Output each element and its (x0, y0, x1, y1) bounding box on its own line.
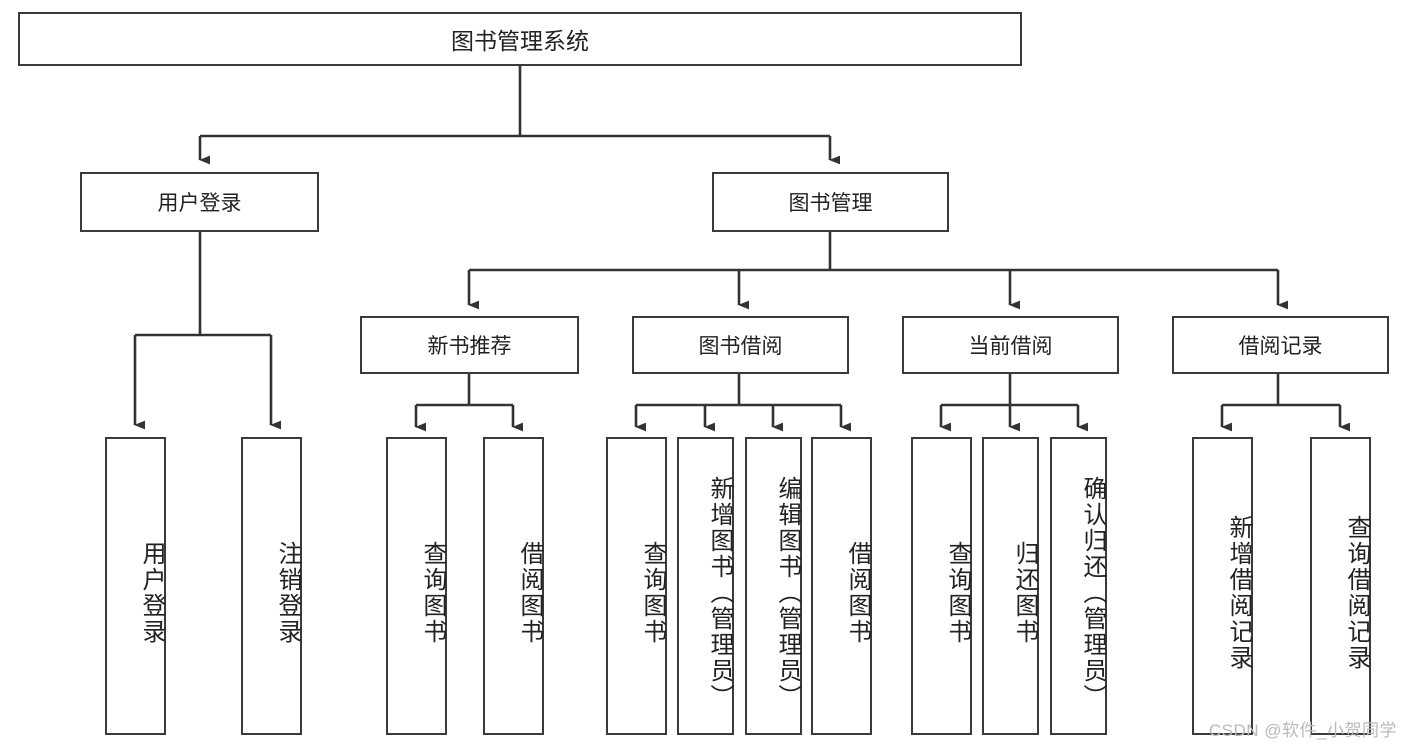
node-leaf-add-record[interactable]: 新增借阅记录 (1192, 437, 1253, 735)
node-leaf-query-book-2[interactable]: 查询图书 (606, 437, 667, 735)
node-leaf-query-book-3[interactable]: 查询图书 (911, 437, 972, 735)
node-leaf-return-book-label: 归还图书 (1011, 541, 1038, 645)
node-user-login-label: 用户登录 (157, 192, 242, 215)
node-leaf-borrow-book-1[interactable]: 借阅图书 (483, 437, 544, 735)
node-leaf-borrow-book-2-label: 借阅图书 (844, 541, 871, 645)
node-new-book-recommend[interactable]: 新书推荐 (360, 316, 579, 374)
node-leaf-query-book-1[interactable]: 查询图书 (386, 437, 447, 735)
node-root-label: 图书管理系统 (451, 28, 589, 54)
node-book-borrow[interactable]: 图书借阅 (632, 316, 849, 374)
node-book-borrow-label: 图书借阅 (698, 335, 783, 358)
node-leaf-user-login-label: 用户登录 (138, 541, 165, 645)
node-book-management-label: 图书管理 (788, 192, 873, 215)
node-leaf-edit-book[interactable]: 编辑图书（管理员） (745, 437, 802, 735)
node-leaf-confirm-return-label: 确认归还（管理员） (1079, 476, 1106, 710)
node-current-borrow-label: 当前借阅 (968, 335, 1053, 358)
node-leaf-add-book[interactable]: 新增图书（管理员） (677, 437, 734, 735)
node-leaf-query-record-label: 查询借阅记录 (1343, 515, 1370, 671)
node-leaf-edit-book-label: 编辑图书（管理员） (774, 476, 801, 710)
node-borrow-record-label: 借阅记录 (1238, 335, 1323, 358)
csdn-watermark: CSDN @软件_小贺同学 (1208, 721, 1397, 740)
node-user-login[interactable]: 用户登录 (80, 172, 319, 232)
node-leaf-query-book-3-label: 查询图书 (944, 541, 971, 645)
node-leaf-return-book[interactable]: 归还图书 (982, 437, 1039, 735)
node-leaf-query-book-2-label: 查询图书 (639, 541, 666, 645)
node-leaf-query-record[interactable]: 查询借阅记录 (1310, 437, 1371, 735)
node-leaf-logout-login[interactable]: 注销登录 (241, 437, 302, 735)
node-leaf-logout-login-label: 注销登录 (274, 541, 301, 645)
node-book-management[interactable]: 图书管理 (712, 172, 949, 232)
node-leaf-add-book-label: 新增图书（管理员） (706, 476, 733, 710)
node-leaf-add-record-label: 新增借阅记录 (1225, 515, 1252, 671)
node-leaf-user-login[interactable]: 用户登录 (105, 437, 166, 735)
node-leaf-borrow-book-1-label: 借阅图书 (516, 541, 543, 645)
node-borrow-record[interactable]: 借阅记录 (1172, 316, 1389, 374)
node-root[interactable]: 图书管理系统 (18, 12, 1022, 66)
node-current-borrow[interactable]: 当前借阅 (902, 316, 1119, 374)
node-leaf-confirm-return[interactable]: 确认归还（管理员） (1050, 437, 1107, 735)
node-leaf-query-book-1-label: 查询图书 (419, 541, 446, 645)
node-leaf-borrow-book-2[interactable]: 借阅图书 (811, 437, 872, 735)
node-new-book-recommend-label: 新书推荐 (427, 335, 512, 358)
